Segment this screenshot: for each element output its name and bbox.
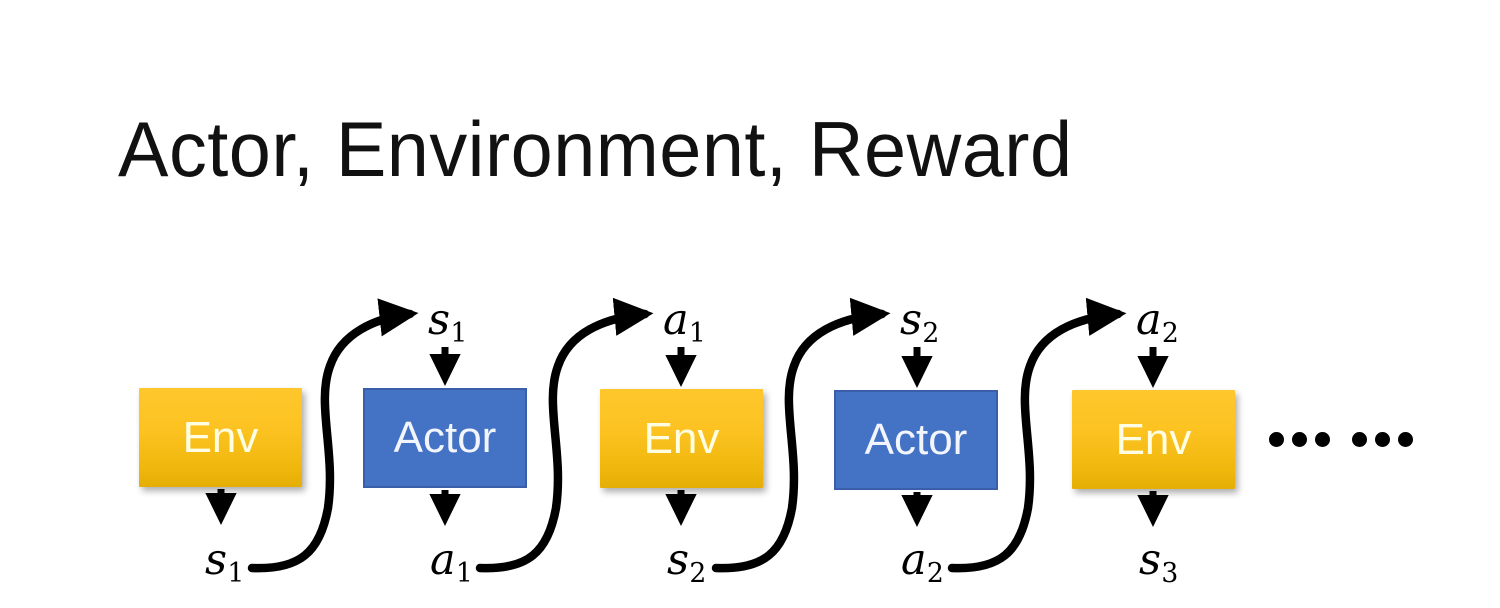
env-box-2[interactable]: Env (600, 389, 763, 488)
top-label-action-1-symbol: a (663, 295, 689, 345)
ellipsis-dot (1398, 432, 1413, 447)
bottom-label-state-3-subscript: 3 (1161, 557, 1179, 589)
ellipsis-dot (1292, 432, 1307, 447)
bottom-label-action-2-subscript: 2 (926, 557, 944, 589)
bottom-label-state-1-symbol: s (205, 535, 228, 585)
env-box-3[interactable]: Env (1072, 390, 1235, 489)
top-label-action-1: a1 (663, 299, 706, 347)
bottom-label-action-2: a2 (901, 539, 944, 587)
top-label-action-1-subscript: 1 (688, 317, 706, 349)
bottom-label-action-2-symbol: a (901, 535, 927, 585)
box-to-label-arrows (205, 489, 1169, 528)
top-label-state-1-subscript: 1 (450, 317, 468, 349)
actor-box-2-label: Actor (864, 415, 968, 464)
bottom-label-action-1-symbol: a (430, 535, 456, 585)
top-label-state-2-subscript: 2 (922, 317, 940, 349)
env-box-1-label: Env (182, 412, 259, 462)
ellipsis-dot (1352, 432, 1367, 447)
top-label-action-2-symbol: a (1136, 295, 1162, 345)
bottom-label-state-3: s3 (1139, 539, 1178, 587)
label-to-box-arrows (429, 347, 1169, 389)
ellipsis-continuation (1269, 432, 1413, 447)
actor-box-1[interactable]: Actor (363, 388, 527, 488)
env-box-2-label: Env (643, 413, 720, 463)
top-label-state-2-symbol: s (900, 295, 923, 345)
bottom-label-action-1-subscript: 1 (455, 557, 473, 589)
env-box-3-label: Env (1115, 414, 1192, 464)
actor-box-1-label: Actor (393, 413, 497, 462)
ellipsis-dot (1375, 432, 1390, 447)
top-label-state-1-symbol: s (428, 295, 451, 345)
top-label-state-1: s1 (428, 299, 467, 347)
bottom-label-state-1: s1 (205, 539, 244, 587)
bottom-label-state-1-subscript: 1 (227, 557, 245, 589)
actor-box-2[interactable]: Actor (834, 390, 998, 490)
ellipsis-dot (1315, 432, 1330, 447)
ellipsis-dot (1269, 432, 1284, 447)
top-label-action-2: a2 (1136, 299, 1179, 347)
bottom-label-state-3-symbol: s (1139, 535, 1162, 585)
bottom-label-state-2-symbol: s (667, 535, 690, 585)
ellipsis-gap (1338, 439, 1344, 440)
page-title: Actor, Environment, Reward (118, 105, 1073, 193)
top-label-action-2-subscript: 2 (1161, 317, 1179, 349)
bottom-label-state-2: s2 (667, 539, 706, 587)
bottom-label-state-2-subscript: 2 (689, 557, 707, 589)
env-box-1[interactable]: Env (139, 388, 302, 487)
bottom-label-action-1: a1 (430, 539, 473, 587)
top-label-state-2: s2 (900, 299, 939, 347)
